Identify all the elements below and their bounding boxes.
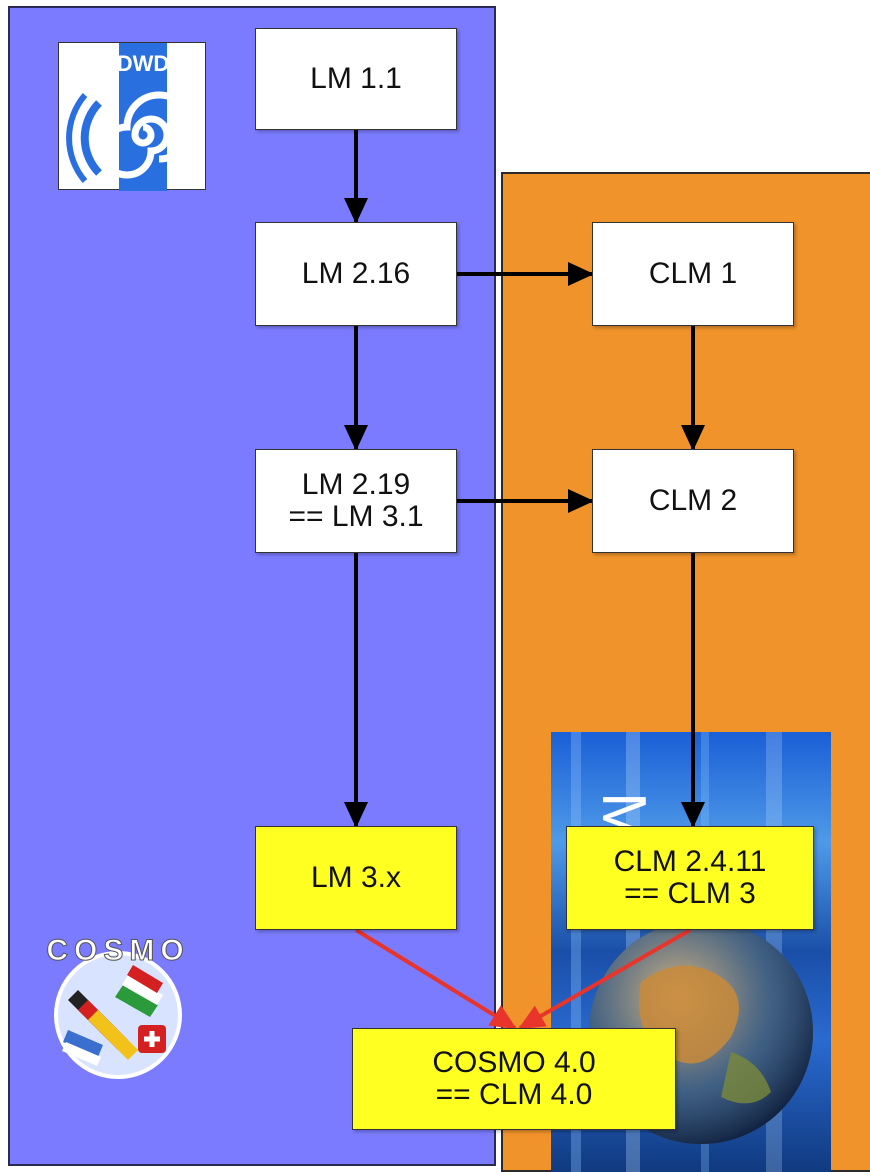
node-label: CLM 1 xyxy=(648,257,738,290)
node-clm-2-4-11: CLM 2.4.11 == CLM 3 xyxy=(566,826,814,930)
dwd-logo-graphic: DWD xyxy=(66,43,195,191)
node-label: LM 2.16 xyxy=(301,257,411,290)
node-lm-2-16: LM 2.16 xyxy=(255,222,457,326)
arrow-lm3x-to-cosmo40 xyxy=(354,928,517,1030)
node-label: LM 1.1 xyxy=(310,62,402,95)
node-cosmo-4-0: COSMO 4.0 == CLM 4.0 xyxy=(352,1028,676,1130)
node-clm-1: CLM 1 xyxy=(592,222,794,326)
node-lm-2-19: LM 2.19 == LM 3.1 xyxy=(255,449,457,553)
node-label-alias: == CLM 4.0 xyxy=(435,1078,593,1111)
node-label-alias: == LM 3.1 xyxy=(288,500,424,533)
node-label-alias: == CLM 3 xyxy=(624,877,756,910)
arrow-clm2411-to-cosmo40 xyxy=(518,928,691,1030)
node-label: CLM 2.4.11 xyxy=(613,845,767,878)
node-label: LM 2.19 xyxy=(301,468,411,501)
dwd-logo: DWD xyxy=(58,42,206,191)
dwd-logo-text: DWD xyxy=(117,51,170,76)
node-lm-1-1: LM 1.1 xyxy=(255,28,457,130)
node-lm-3-x: LM 3.x xyxy=(255,826,457,930)
cosmo-logo: COSMO xyxy=(46,934,189,1079)
cosmo-logo-text: COSMO xyxy=(46,934,189,967)
node-label: LM 3.x xyxy=(310,861,402,894)
node-label: CLM 2 xyxy=(648,484,738,517)
node-label: COSMO 4.0 xyxy=(432,1046,596,1079)
node-clm-2: CLM 2 xyxy=(592,449,794,553)
